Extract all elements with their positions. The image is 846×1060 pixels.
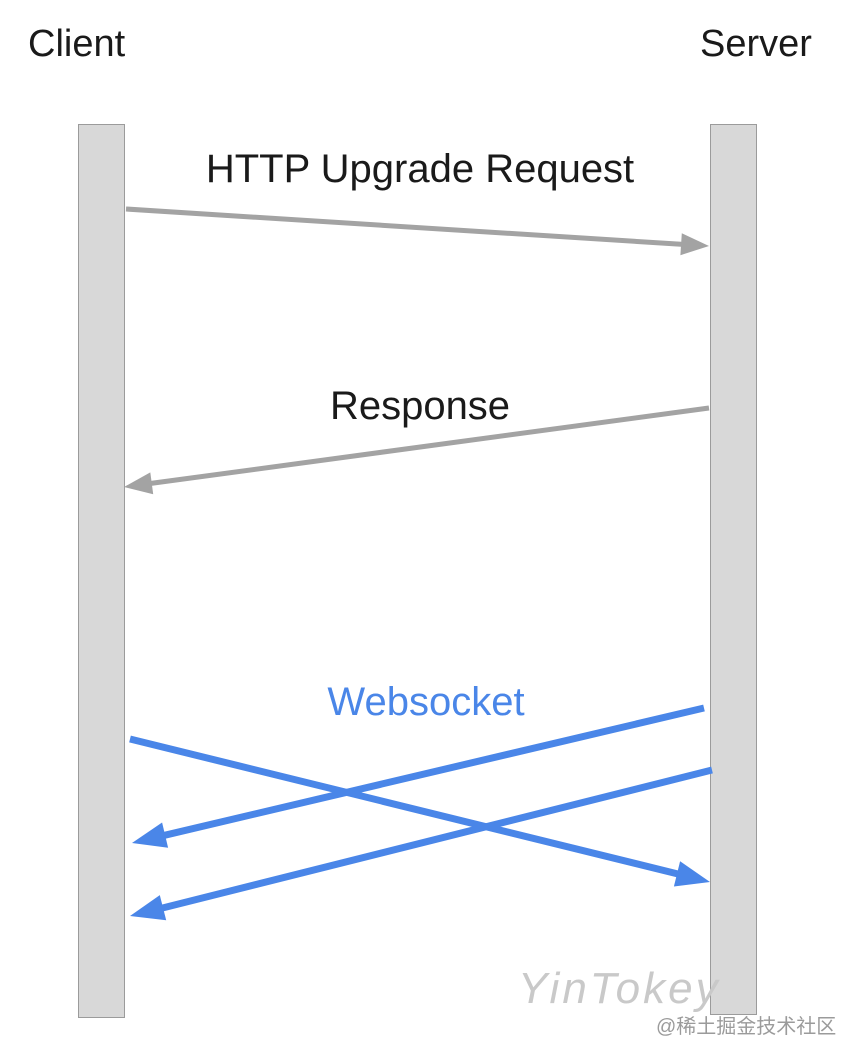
response-label: Response [329,384,511,428]
http-upgrade-request-arrow [125,206,709,256]
http-upgrade-request-arrow-line [125,206,684,247]
client-label: Client [28,23,126,65]
response-arrowhead [124,472,154,495]
http-upgrade-request-arrowhead [680,233,709,256]
websocket-arrow-3-arrowhead [130,895,167,921]
watermark-community: @稀土掘金技术社区 [656,1016,837,1038]
websocket-arrow-2-arrowhead [673,861,710,887]
http-upgrade-request-label: HTTP Upgrade Request [205,147,635,191]
websocket-client-to-server-arrow [129,735,710,887]
client-lifeline-bar [78,124,125,1018]
websocket-label: Websocket [327,680,525,724]
watermark-author: YinTokey [518,964,721,1013]
response-arrow-line [150,405,710,486]
websocket-arrow-1-arrowhead [132,822,169,848]
response-arrow [124,405,710,495]
server-lifeline-bar [710,124,757,1015]
websocket-arrow-3-line [161,766,713,912]
server-label: Server [700,23,812,65]
websocket-server-to-client-arrow-2 [130,766,713,921]
websocket-arrow-2-line [129,735,679,878]
websocket-server-to-client-arrow-1 [132,704,705,848]
websocket-arrow-1-line [163,704,705,839]
